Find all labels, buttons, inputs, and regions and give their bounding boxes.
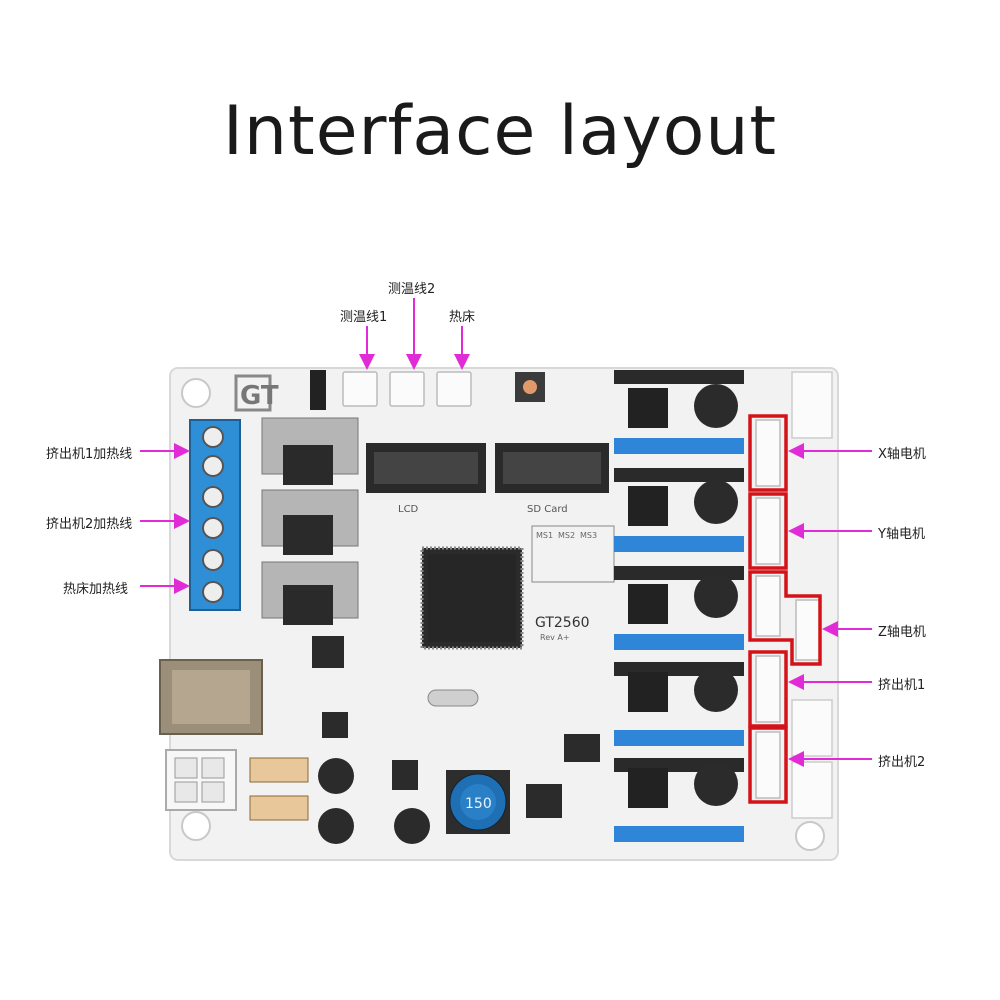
extruder1-box	[748, 650, 788, 728]
z-motor-box	[748, 570, 822, 666]
label-bed-heater: 热床加热线	[63, 582, 129, 597]
usb-connector	[159, 659, 263, 735]
stepper-drivers	[614, 370, 744, 842]
label-x-motor: X轴电机	[878, 447, 926, 462]
inductor-label: 150	[465, 796, 492, 812]
stepper-slot-e2	[614, 758, 744, 842]
stepper-slot-e1	[614, 662, 744, 746]
stepper-slot-z	[614, 566, 744, 650]
extruder2-box	[748, 726, 788, 804]
power-terminal-block	[189, 419, 241, 611]
ms3-label: MS3	[580, 531, 597, 540]
fan-connectors	[791, 371, 833, 819]
label-arrows	[140, 298, 872, 767]
y-motor-box	[748, 492, 788, 570]
x-motor-box	[748, 414, 788, 492]
reset-button-cap	[523, 380, 537, 394]
temp-sensor-connectors	[342, 371, 472, 407]
gt-logo: GT	[234, 374, 279, 412]
bottom-capacitors	[318, 758, 430, 844]
small-ics	[312, 636, 600, 818]
lcd-header	[366, 443, 486, 493]
chip-rev: Rev A+	[540, 633, 570, 642]
label-heated-bed: 热床	[449, 310, 476, 325]
crystal	[427, 689, 479, 707]
label-temp-sensor-2: 测温线2	[388, 282, 436, 297]
label-y-motor: Y轴电机	[878, 527, 925, 542]
sd-card-header	[495, 443, 609, 493]
ms1-label: MS1	[536, 531, 553, 540]
chip-name: GT2560	[535, 615, 590, 631]
fuses	[249, 757, 309, 821]
label-extruder2-heater: 挤出机2加热线	[46, 517, 133, 532]
microstep-table: MS1 MS2 MS3	[531, 525, 615, 583]
label-z-motor: Z轴电机	[878, 625, 926, 640]
label-extruder2: 挤出机2	[878, 755, 926, 770]
mcu-chip	[420, 546, 524, 650]
label-temp-sensor-1: 测温线1	[340, 310, 388, 325]
motor-connectors	[755, 419, 821, 799]
mosfets	[261, 417, 359, 625]
stepper-slot-x	[614, 370, 744, 454]
gt-logo-text: GT	[240, 381, 279, 411]
top-jumper-header	[310, 370, 326, 410]
stepper-slot-y	[614, 468, 744, 552]
inductor: 150	[446, 770, 510, 834]
label-extruder1: 挤出机1	[878, 678, 926, 693]
lcd-label: LCD	[398, 504, 419, 515]
motor-highlight-boxes	[748, 414, 822, 804]
power-input-connector	[165, 749, 237, 811]
label-extruder1-heater: 挤出机1加热线	[46, 447, 133, 462]
page-title: Interface layout	[222, 92, 778, 171]
ms2-label: MS2	[558, 531, 575, 540]
sd-card-label: SD Card	[527, 504, 568, 515]
